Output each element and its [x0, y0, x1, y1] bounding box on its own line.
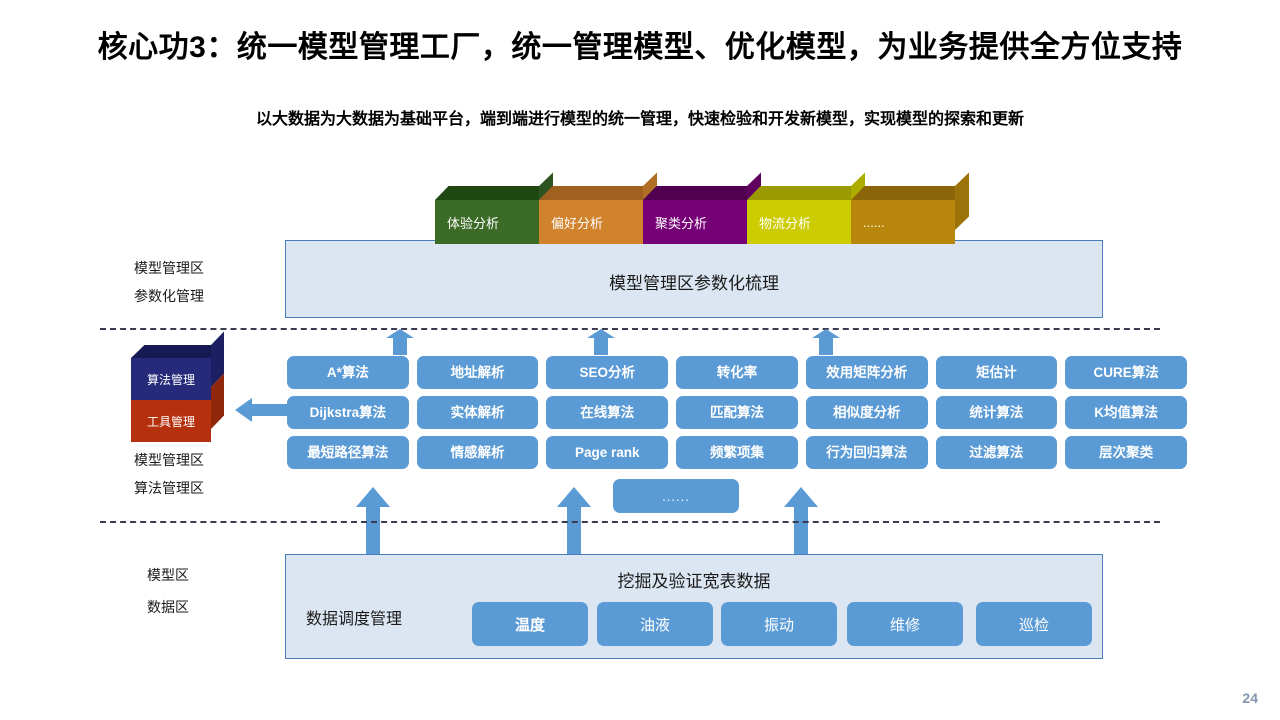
algorithm-pill[interactable]: 矩估计	[935, 356, 1058, 389]
section-divider-bottom	[100, 521, 1160, 523]
zone-label-model-mgmt-line1: 模型管理区	[134, 260, 204, 276]
algorithm-pill[interactable]: Dijkstra算法	[287, 396, 409, 429]
algorithm-pill[interactable]: 情感解析	[416, 436, 539, 469]
arrow-up-icon	[386, 329, 414, 355]
arrow-left-to-cubes	[235, 398, 291, 427]
algorithm-pill[interactable]: 转化率	[676, 356, 798, 389]
arrow-up-small-1	[386, 329, 414, 360]
zone-label-algo-mgmt-line1: 模型管理区	[134, 452, 204, 468]
analysis-box-top-face	[539, 186, 657, 200]
cube-label: 工具管理	[131, 400, 211, 442]
data-pill-oil[interactable]: 油液	[597, 602, 713, 646]
analysis-box-label: 聚类分析	[643, 200, 747, 244]
cube-algorithm-management[interactable]: 算法管理	[131, 331, 225, 400]
arrow-up-icon	[356, 487, 390, 559]
analysis-box-preference[interactable]: 偏好分析	[539, 172, 657, 244]
data-pill-temperature[interactable]: 温度	[472, 602, 588, 646]
zone-label-data-line2: 数据区	[147, 599, 189, 615]
zone-label-data-line1: 模型区	[147, 567, 189, 583]
algorithm-pill[interactable]: Page rank	[546, 436, 669, 469]
algorithm-pill[interactable]: 效用矩阵分析	[805, 356, 928, 389]
analysis-box-label: ......	[851, 200, 955, 244]
algorithm-pill[interactable]: 相似度分析	[805, 396, 928, 429]
model-management-panel-title: 模型管理区参数化梳理	[609, 274, 779, 293]
arrow-left-icon	[235, 398, 291, 422]
algorithm-pill[interactable]: 行为回归算法	[805, 436, 928, 469]
arrow-up-small-2	[587, 329, 615, 360]
analysis-box-logistics[interactable]: 物流分析	[747, 172, 865, 244]
arrow-up-icon	[557, 487, 591, 559]
analysis-box-label: 物流分析	[747, 200, 851, 244]
cube-tool-management[interactable]: 工具管理	[131, 373, 225, 442]
analysis-box-top-face	[435, 186, 553, 200]
data-pill-inspection[interactable]: 巡检	[976, 602, 1092, 646]
analysis-box-side-face	[955, 172, 969, 230]
algorithm-pill[interactable]: A*算法	[287, 356, 409, 389]
arrow-up-icon	[812, 329, 840, 355]
algorithm-pill[interactable]: 统计算法	[935, 396, 1058, 429]
arrow-up-tall-1	[356, 487, 390, 564]
algorithm-pill[interactable]: 在线算法	[546, 396, 669, 429]
algorithm-pill[interactable]: 频繁项集	[676, 436, 798, 469]
analysis-box-label: 偏好分析	[539, 200, 643, 244]
analysis-box-top-face	[747, 186, 865, 200]
algorithm-pill[interactable]: 最短路径算法	[287, 436, 409, 469]
algorithm-pill[interactable]: 地址解析	[416, 356, 539, 389]
algorithm-pill[interactable]: 层次聚类	[1065, 436, 1187, 469]
analysis-box-label: 体验分析	[435, 200, 539, 244]
algorithm-grid: A*算法 地址解析 SEO分析 转化率 效用矩阵分析 矩估计 CURE算法 Di…	[287, 356, 1187, 469]
arrow-up-tall-3	[784, 487, 818, 564]
algorithm-pill[interactable]: K均值算法	[1065, 396, 1187, 429]
arrow-up-icon	[784, 487, 818, 559]
data-pill-vibration[interactable]: 振动	[721, 602, 837, 646]
analysis-box-experience[interactable]: 体验分析	[435, 172, 553, 244]
zone-label-model-mgmt-line2: 参数化管理	[134, 288, 204, 304]
algorithm-pill[interactable]: 匹配算法	[676, 396, 798, 429]
data-panel-title: 挖掘及验证宽表数据	[617, 572, 771, 591]
algorithm-pill-more[interactable]: ......	[613, 479, 739, 513]
cube-label: 算法管理	[131, 358, 211, 400]
analysis-box-top-face	[851, 186, 969, 200]
arrow-up-icon	[587, 329, 615, 355]
algorithm-pill[interactable]: CURE算法	[1065, 356, 1187, 389]
page-subtitle: 以大数据为大数据为基础平台，端到端进行模型的统一管理，快速检验和开发新模型，实现…	[255, 111, 1024, 128]
analysis-box-more[interactable]: ......	[851, 172, 969, 244]
page-number: 24	[1242, 690, 1258, 706]
arrow-up-small-3	[812, 329, 840, 360]
zone-label-algo-mgmt-line2: 算法管理区	[134, 480, 204, 496]
data-pill-maintenance[interactable]: 维修	[847, 602, 963, 646]
page-title: 核心功3：统一模型管理工厂，统一管理模型、优化模型，为业务提供全方位支持	[97, 31, 1183, 64]
scheduler-label: 数据调度管理	[306, 611, 403, 628]
arrow-up-tall-2	[557, 487, 591, 564]
section-divider-top	[100, 328, 1160, 330]
algorithm-pill[interactable]: SEO分析	[546, 356, 669, 389]
analysis-box-top-face	[643, 186, 761, 200]
algorithm-pill[interactable]: 过滤算法	[935, 436, 1058, 469]
algorithm-pill[interactable]: 实体解析	[416, 396, 539, 429]
analysis-box-clustering[interactable]: 聚类分析	[643, 172, 761, 244]
model-management-panel: 模型管理区参数化梳理	[285, 240, 1103, 318]
